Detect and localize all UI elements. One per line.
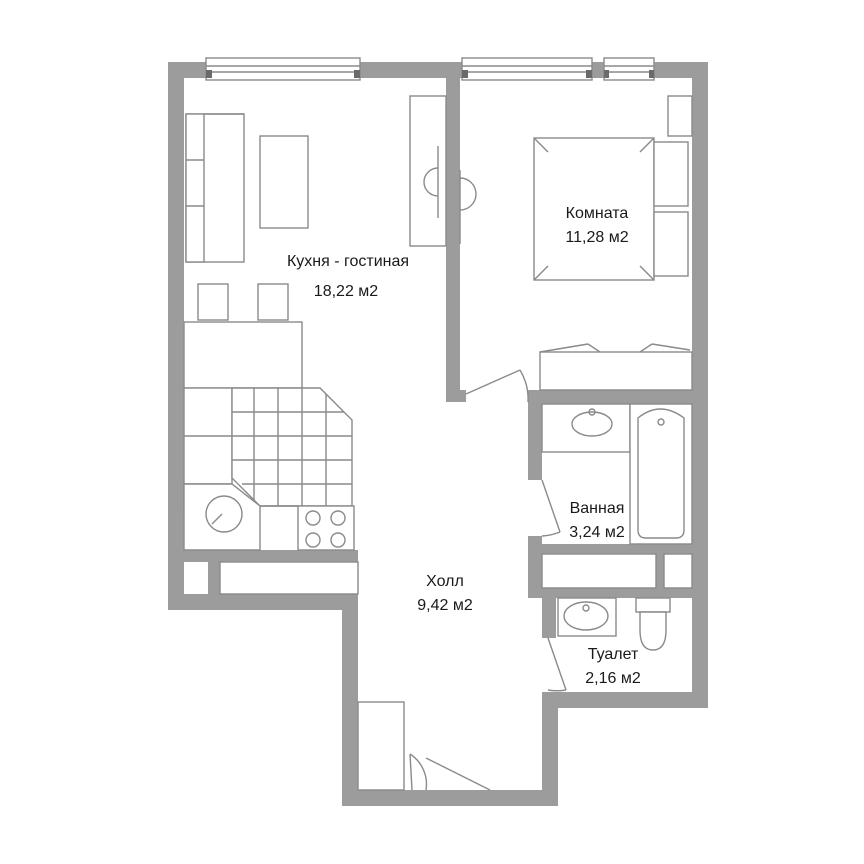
wardrobe: [409, 95, 447, 247]
window-kitchen: [205, 57, 361, 81]
bed: [533, 137, 689, 281]
door-bathroom: [541, 479, 561, 537]
coffee-table: [259, 135, 309, 229]
sliding-door-kitchen-bedroom: [459, 170, 477, 244]
bedroom-furniture: [459, 95, 693, 391]
room-labels: Кухня - гостиная 18,22 м2 Комната 11,28 …: [287, 205, 641, 687]
wall-shaft-divider: [656, 554, 664, 588]
wall-bedroom-bottom-left: [446, 390, 466, 402]
doors: [357, 369, 567, 791]
room-area-bedroom: 11,28 м2: [565, 229, 628, 246]
kitchen-living-furniture: [183, 95, 447, 595]
bedroom-wardrobe: [539, 343, 693, 391]
windows: [205, 57, 655, 81]
room-area-kitchen-living: 18,22 м2: [314, 283, 378, 300]
outer-wall-left: [168, 62, 184, 610]
room-area-bathroom: 3,24 м2: [569, 524, 625, 541]
bathtub: [629, 403, 693, 545]
dining-table: [183, 321, 303, 389]
door-bedroom: [465, 369, 529, 403]
outer-wall-entrance-right: [542, 692, 558, 806]
kitchen-niche: [219, 561, 359, 595]
toilet-sink-counter: [557, 597, 617, 637]
room-name-toilet: Туалет: [588, 646, 639, 663]
service-shaft-left: [541, 553, 657, 589]
toilet-bowl: [635, 597, 671, 651]
door-entrance: [409, 753, 491, 791]
stove: [297, 505, 355, 551]
dining-chair-left: [197, 283, 229, 321]
room-name-hall: Холл: [426, 573, 464, 590]
toilet-sink: [563, 601, 609, 631]
dining-chair-right: [257, 283, 289, 321]
outer-wall-left-lower: [168, 594, 358, 610]
sofa: [185, 113, 245, 263]
bedroom-closet: [667, 95, 693, 137]
bathroom-sink-counter: [541, 403, 631, 453]
kitchen-sink: [183, 483, 261, 551]
walls: [168, 62, 708, 806]
room-name-bedroom: Комната: [566, 205, 629, 222]
wall-bath-bottom: [528, 544, 692, 554]
outer-wall-bottom: [342, 790, 558, 806]
wall-shaft-bottom: [528, 588, 692, 598]
room-area-hall: 9,42 м2: [417, 597, 473, 614]
room-name-kitchen-living: Кухня - гостиная: [287, 253, 409, 270]
wall-bath-left: [528, 390, 542, 480]
window-bedroom: [461, 57, 593, 81]
room-area-toilet: 2,16 м2: [585, 670, 641, 687]
wall-bedroom-bottom: [528, 390, 692, 404]
entrance-closet: [357, 701, 405, 791]
bathroom-sink: [571, 411, 613, 437]
wall-kitchen-bottom: [184, 550, 358, 562]
bathroom-fixtures: [541, 403, 693, 545]
outer-wall-bottom-right: [542, 692, 708, 708]
outer-wall-right: [692, 62, 708, 708]
kitchen-tile-floor: [231, 387, 353, 507]
room-name-bathroom: Ванная: [570, 500, 625, 517]
wall-kitchen-bedroom: [446, 78, 460, 396]
toilet-fixtures: [557, 597, 671, 651]
door-toilet: [547, 637, 567, 692]
wall-toilet-left: [542, 598, 556, 638]
service-shaft-right: [663, 553, 693, 589]
outer-wall-entrance-left: [342, 594, 358, 806]
wall-kitchen-niche-divider: [208, 562, 220, 594]
window-balcony: [603, 57, 655, 81]
